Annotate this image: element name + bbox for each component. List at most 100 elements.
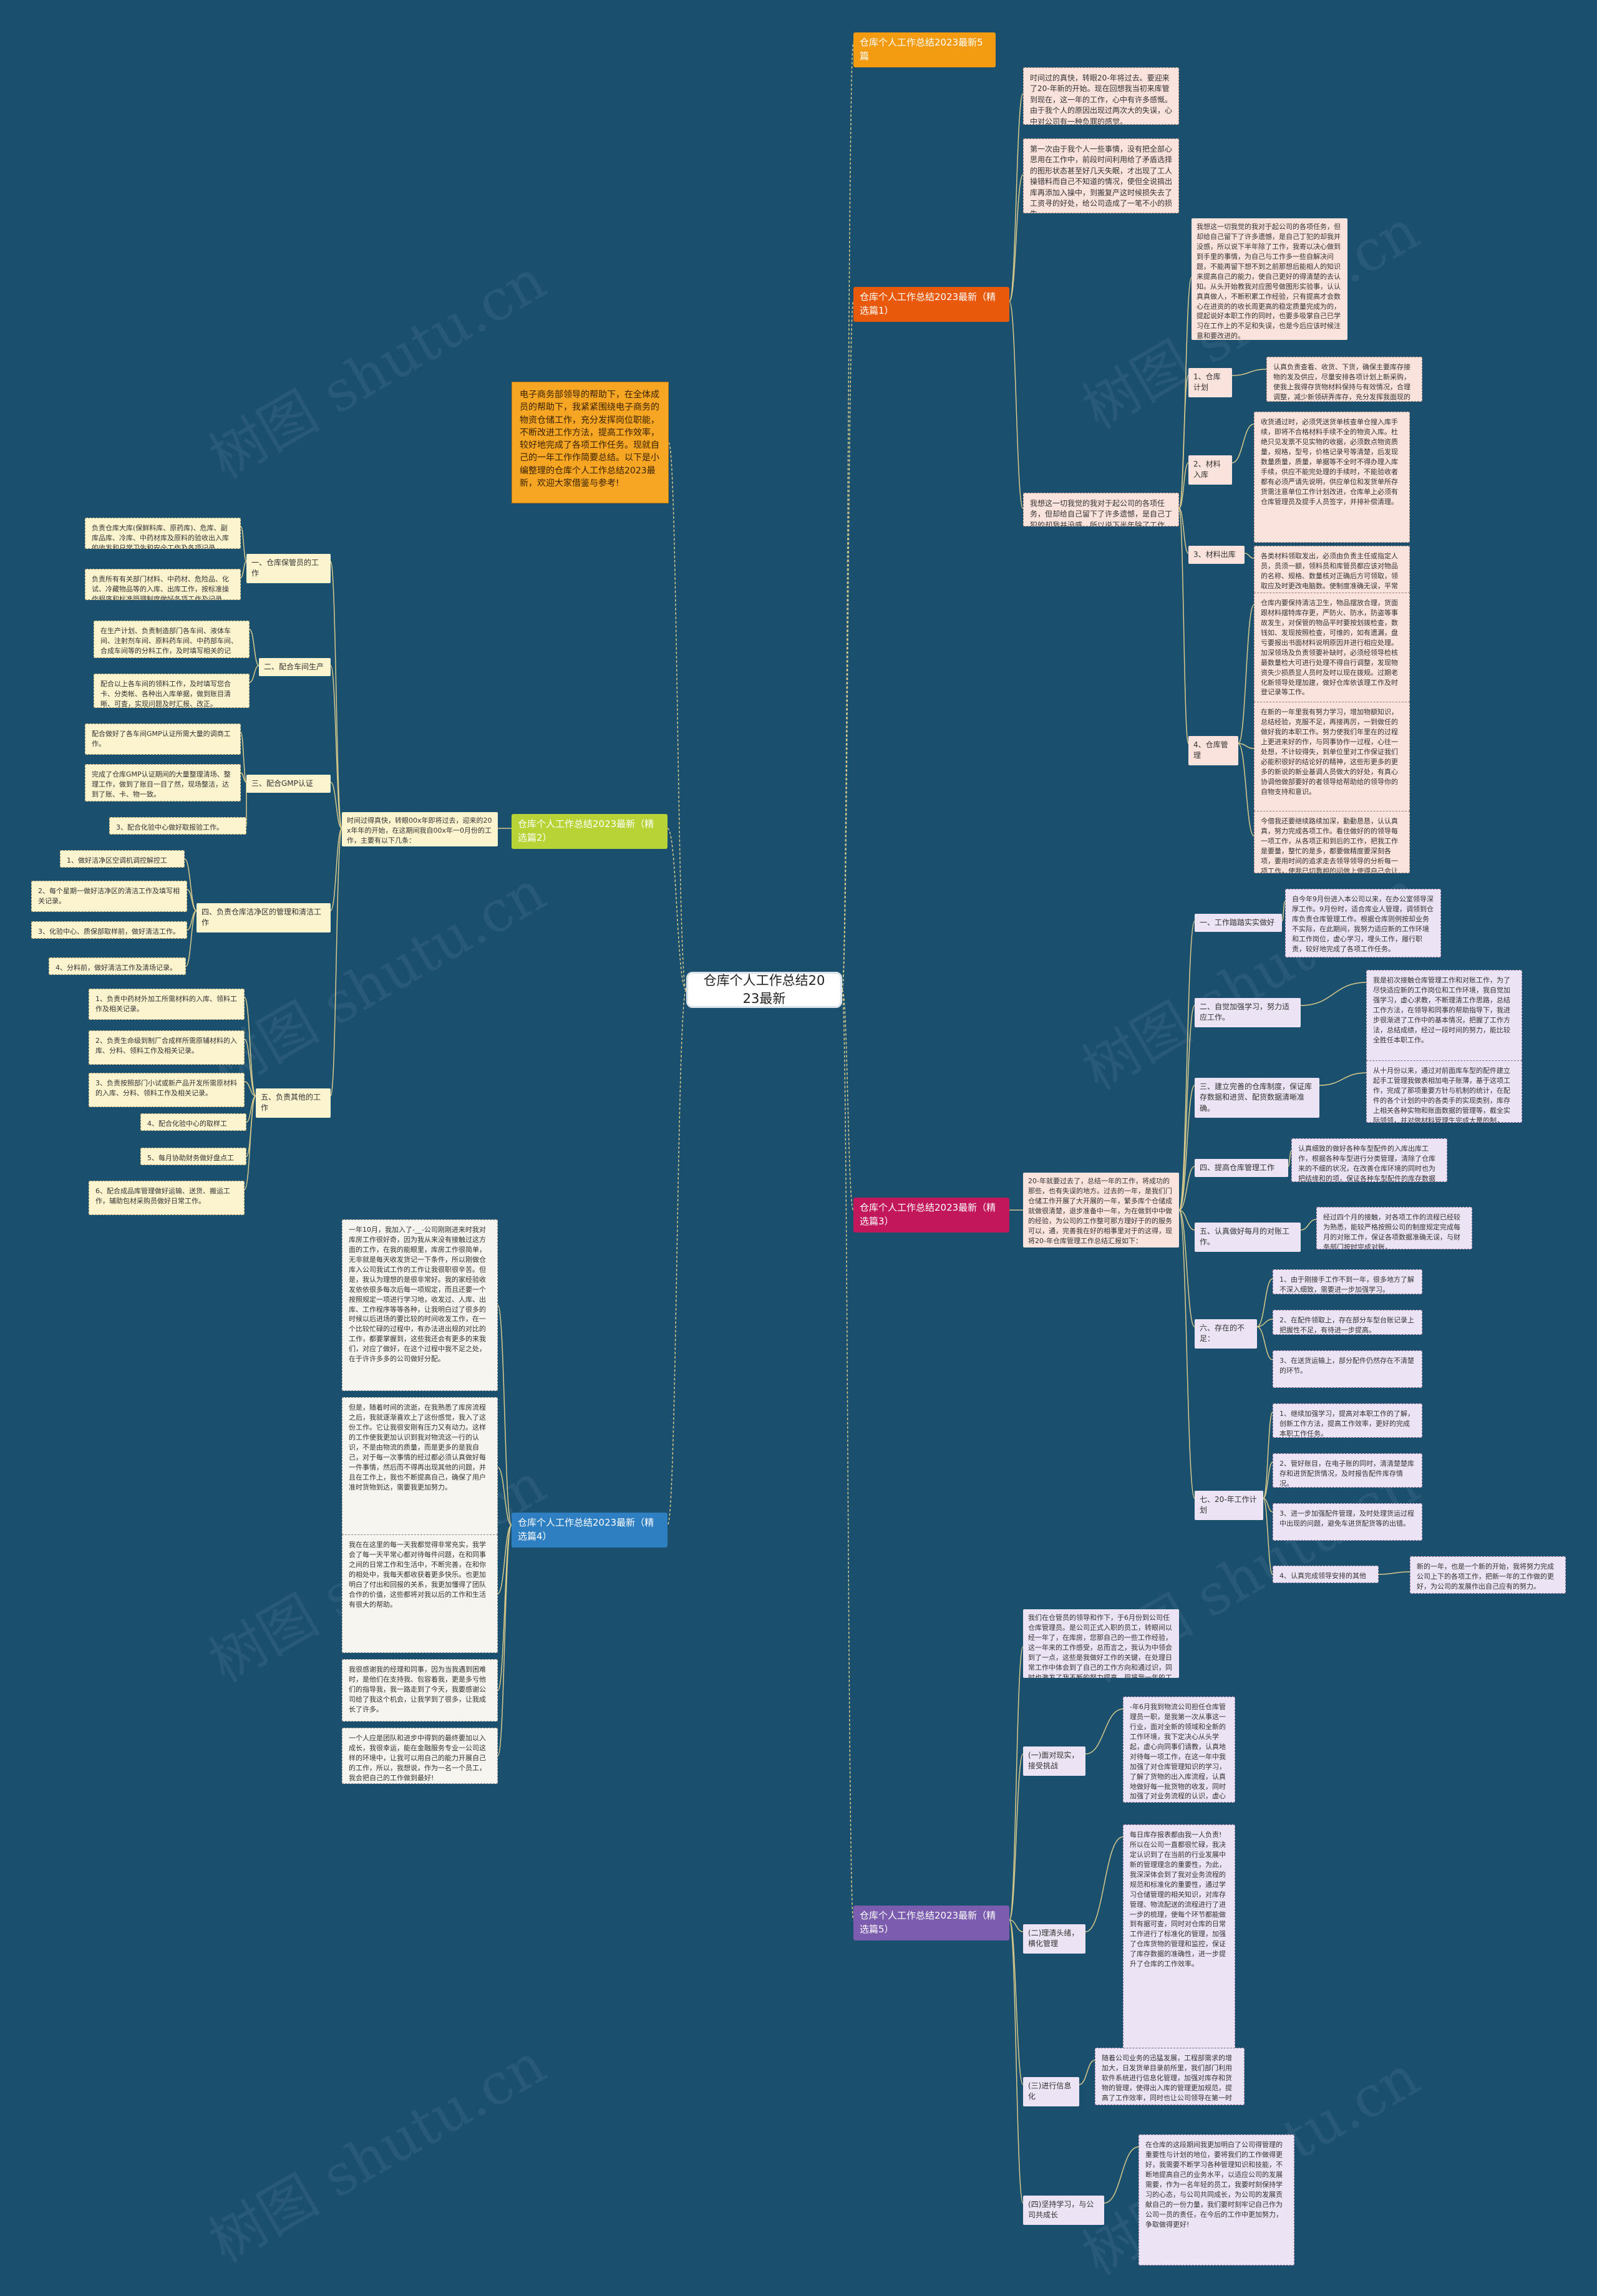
section-label: 一、工作踏踏实实做好 xyxy=(1195,914,1282,932)
connector-line xyxy=(240,732,247,783)
section-text: 配合做好了各车间GMP认证所需大量的调商工作。 xyxy=(85,724,241,755)
connector-line xyxy=(1009,1919,1024,2085)
connector-line xyxy=(330,782,342,829)
section-label: 二、配合车间生产 xyxy=(259,658,331,677)
branch-b3: 仓库个人工作总结2023最新（精选篇2） xyxy=(512,814,667,849)
connector-line xyxy=(1256,1278,1273,1327)
connector-line xyxy=(1231,369,1267,376)
connector-line xyxy=(842,989,854,1921)
connector-line xyxy=(185,910,197,967)
section-text: 6、配合成品库管理做好运输、送货、搬运工作，辅助包材采购员做好日常工作。 xyxy=(89,1181,245,1215)
section-text: 1、做好洁净区空调机调控解控工作。 xyxy=(60,850,185,868)
section-label: 四、负责仓库洁净区的管理和清洁工作 xyxy=(197,903,331,932)
section-label: 二、自觉加强学习，努力适应工作。 xyxy=(1195,998,1301,1027)
section-intro: 我们在仓管员的领导和作下，于6月份到公司任仓库管理员。是公司正式入职的员工，转眼… xyxy=(1023,1609,1179,1678)
section-intro: 时间过得真快，转眼00x年即将过去，迎来的20x年年的开始，在这期间我自00x年… xyxy=(342,812,498,846)
section-text: 随着公司业务的迅猛发展，工程部需求的增加大，日发货单目录前所里，我们部门利用软件… xyxy=(1095,2048,1245,2105)
section-text: 1、由于刚接手工作不到一年，很多地方了解不深入细致，需要进一步加强学习。 xyxy=(1273,1269,1422,1294)
section-label: (四)坚持学习，与公司共成长 xyxy=(1023,2196,1104,2225)
connector-line xyxy=(240,772,247,783)
section-text: 负责仓库大库(保鲜料库、原药库)、危库、副库品库、冷库、中药材库及原料的验收出入… xyxy=(85,518,241,549)
paragraph-leaf: 但是，随着时间的流逝，在我熟悉了库房流程之后，我就逐渐喜欢上了这份感觉，我入了这… xyxy=(342,1397,498,1538)
branch-b4: 仓库个人工作总结2023最新（精选篇3） xyxy=(853,1198,1009,1233)
section-text: 在生产计划、负责制造部门各车间、液体车间、注射剂车间、原料药车间、中药部车间、合… xyxy=(94,621,250,658)
connector-line xyxy=(1104,2146,1139,2204)
connector-line xyxy=(1319,1072,1367,1086)
section-text: 3、负责按照部门小试或新产品开发所需原材料的入库、分料、领料工作及相关记录。 xyxy=(89,1073,245,1107)
section-text: 在仓库的这段期间我更加明白了公司得管理的重要性与计划的地位，要将我们的工作做得更… xyxy=(1138,2134,1294,2265)
connector-line xyxy=(667,828,687,991)
connector-line xyxy=(497,1524,512,1756)
section-text: 每日库存报表都由我一人负责!所以在公司一直都很忙碌，我决定认识到了在当前的行业发… xyxy=(1123,1824,1235,2074)
connector-line xyxy=(330,828,342,1097)
section-text: 3、化验中心、质保部取样前，做好清洁工作。 xyxy=(31,921,187,939)
section-text: 2、在配件领取上，存在部分车型台账记录上把握性不足，有待进一步提高。 xyxy=(1273,1310,1422,1335)
connector-line xyxy=(1231,424,1255,463)
section-text: 2、每个星期一做好洁净区的清洁工作及填写相关记录。 xyxy=(31,881,187,912)
connector-line xyxy=(497,1466,512,1526)
connector-line xyxy=(1009,1753,1024,1921)
connector-line xyxy=(842,42,854,991)
section-label: (三)进行信息化 xyxy=(1023,2077,1079,2106)
section-label: 2、材料入库 xyxy=(1188,455,1232,485)
connector-line xyxy=(497,1524,512,1691)
connector-line xyxy=(1178,921,1195,1211)
paragraph-leaf: 一个人应是团队和进步中得到的最终要加以入成长，我很幸运，能在金融服务专业一公司这… xyxy=(342,1728,498,1784)
connector-line xyxy=(1238,743,1255,749)
connector-line xyxy=(1085,1708,1124,1755)
intro-card: 电子商务部领导的帮助下，在全体成员的帮助下，我紧紧围绕电子商务的物资仓储工作，充… xyxy=(512,382,669,503)
section-text: 自今年9月份进入本公司以来，在办公室领导深厚工作。9月份时，适合库业人管理，调领… xyxy=(1285,889,1441,957)
connector-line xyxy=(244,997,256,1097)
paragraph-leaf: 我很感谢我的经理和同事，因为当我遇到困难时，是他们在支持我、包容着我，更是多亏他… xyxy=(342,1659,498,1722)
section-label: 四、提高仓库管理工作 xyxy=(1195,1159,1288,1178)
connector-line xyxy=(1009,93,1024,302)
section-text: 5、每月协助财务做好盘点工作。 xyxy=(140,1148,246,1165)
branch-b2: 仓库个人工作总结2023最新（精选篇1） xyxy=(853,287,1009,322)
connector-line xyxy=(1263,1498,1273,1513)
branch-b1: 仓库个人工作总结2023最新5篇 xyxy=(853,32,996,67)
paragraph-leaf: 我想这一切我觉的我对于起公司的各项任务，但却给自己留下了许多遗憾，是自己丁犯的却… xyxy=(1023,493,1179,526)
section-text: 经过四个月的接触，对各项工作的流程已经较为熟悉，能较严格按照公司的制度规定完成每… xyxy=(1316,1207,1472,1249)
connector-line xyxy=(1178,1085,1195,1211)
connector-line xyxy=(1009,1919,1024,2204)
connector-line xyxy=(1244,553,1255,559)
section-text: 我是初次接触仓库管理工作和对账工作，为了尽快适应新的工作岗位和工作环境，我自觉加… xyxy=(1366,970,1522,1063)
branch-b6: 仓库个人工作总结2023最新（精选篇5） xyxy=(853,1906,1009,1940)
connector-line xyxy=(1079,2060,1095,2085)
section-text: 仓库内要保持清洁卫生，物品摆放合理，货面跟材料摆特库存更，严防火、防水，防盗等事… xyxy=(1254,593,1410,717)
paragraph-leaf: 时间过的真快，转眼20-年将过去。要迎来了20-年新的开始。现在回想我当初来库管… xyxy=(1023,67,1179,125)
connector-line xyxy=(244,1095,256,1190)
section-label: 三、建立完善的仓库制度，保证库存数据和进货、配货数据清晰准确。 xyxy=(1195,1078,1319,1118)
connector-line xyxy=(330,828,342,911)
section-label: 七、20-年工作计划 xyxy=(1195,1491,1263,1520)
section-text: 4、分料前，做好清洁工作及清场记录。 xyxy=(49,957,186,975)
section-label: 3、材料出库 xyxy=(1188,546,1245,564)
connector-line xyxy=(1009,1646,1024,1921)
section-text: 2、管好账目，在电子账的同时，清清楚楚库存和进货配货情况，及时报告配件库存情况。 xyxy=(1273,1453,1422,1488)
connector-line xyxy=(497,1304,512,1526)
section-text: 4、配合化验中心的取样工作。 xyxy=(140,1113,246,1131)
connector-line xyxy=(1009,174,1024,302)
connector-line xyxy=(1238,743,1255,836)
connector-line xyxy=(1178,1209,1195,1231)
branch-b5: 仓库个人工作总结2023最新（精选篇4） xyxy=(512,1513,667,1548)
section-text: -年6月我到物流公司担任仓库管理员一职，是我第一次从事这一行业，面对全新的领域和… xyxy=(1123,1697,1235,1803)
section-label: 五、负责其他的工作 xyxy=(256,1088,331,1118)
root-topic: 仓库个人工作总结2023最新 xyxy=(686,972,842,1008)
connector-line xyxy=(187,889,197,911)
section-text: 2、负责生命级到制厂合成样所需原辅材料的入库、分料、领料工作及相关记录。 xyxy=(89,1030,245,1065)
connector-line xyxy=(1281,901,1286,922)
connector-line xyxy=(240,561,247,578)
connector-line xyxy=(330,665,342,829)
section-text: 在新的一年里我有努力学习，增加物额知识，总结经验，克服不足，再接再厉，一到做任的… xyxy=(1254,702,1410,814)
section-text: 3、在送货运输上，部分配件仍然存在不清楚的环节。 xyxy=(1273,1350,1422,1388)
connector-line xyxy=(1263,1412,1273,1499)
section-text: 认真负责查看、收货、下货，确保主要库存接物的发及供应，尽量安排各项计划上新采购，… xyxy=(1266,357,1422,402)
connector-line xyxy=(1238,604,1255,744)
connector-line xyxy=(1178,1166,1195,1211)
section-text: 3、配合化验中心做好取报验工作。 xyxy=(109,817,246,835)
connector-line xyxy=(244,1039,256,1097)
connector-line xyxy=(668,442,687,991)
connector-line xyxy=(497,1524,512,1594)
